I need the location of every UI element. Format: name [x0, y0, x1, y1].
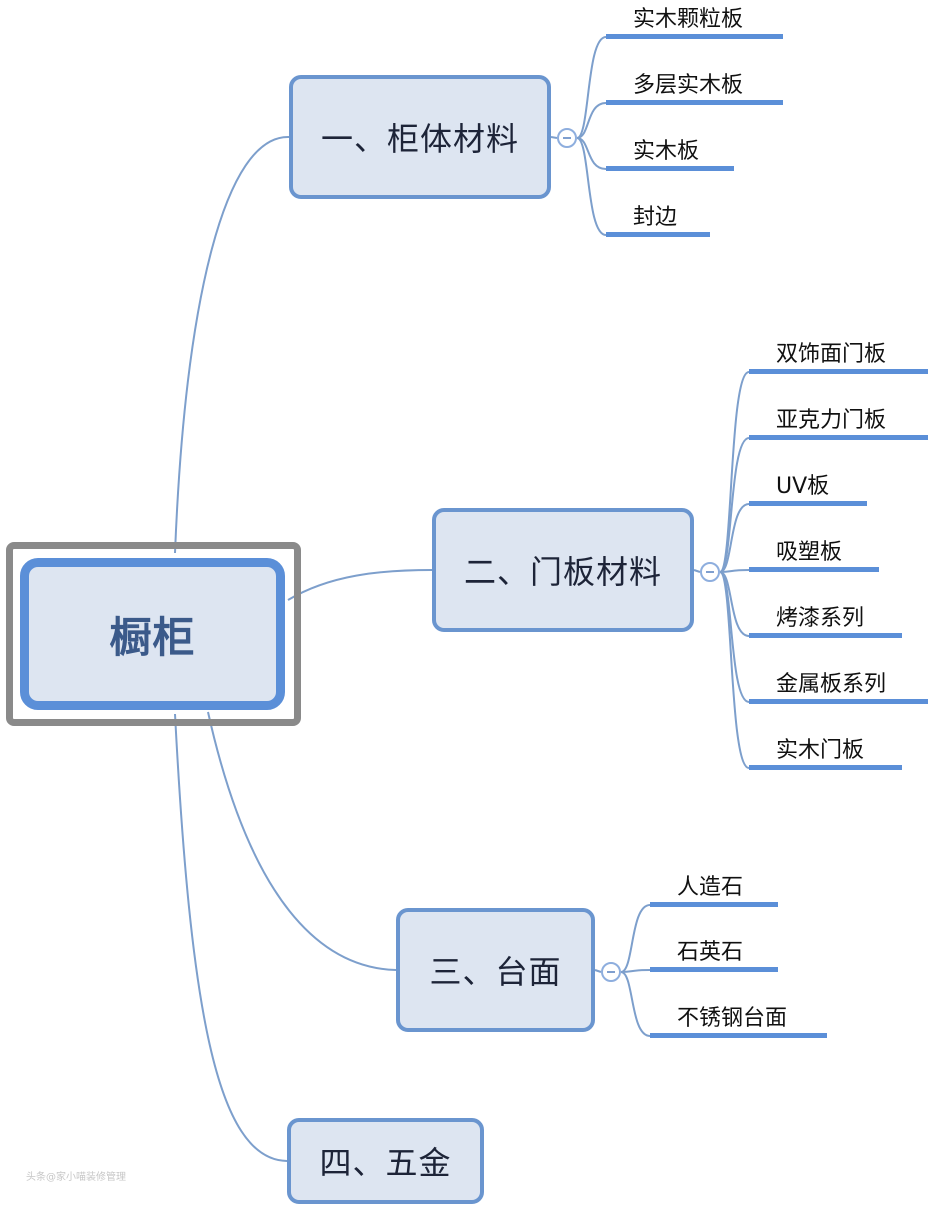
root-node[interactable]: 橱柜	[20, 558, 285, 710]
link-countertop-leaf-0	[620, 904, 651, 973]
leaf-item[interactable]: 封边	[606, 205, 710, 237]
leaf-item[interactable]: 石英石	[650, 940, 778, 972]
root-selection-frame	[6, 542, 301, 726]
link-cabinet-body-leaf-1	[576, 102, 607, 139]
link-root-to-cabinet-body	[174, 135, 290, 554]
link-countertop-leaf-2	[620, 971, 651, 1037]
collapse-toggle-cabinet-body[interactable]	[557, 128, 577, 148]
link-cabinet-body-leaf-3	[576, 137, 607, 236]
link-door-panel-toggle	[693, 569, 701, 573]
branch-node-door-panel[interactable]: 二、门板材料	[432, 508, 694, 632]
leaf-item[interactable]: 实木门板	[749, 738, 902, 770]
leaf-item[interactable]: 亚克力门板	[749, 408, 928, 440]
link-countertop-toggle	[594, 969, 602, 973]
leaf-item[interactable]: 吸塑板	[749, 540, 879, 572]
link-door-panel-leaf-5	[719, 571, 750, 703]
leaf-item[interactable]: 人造石	[650, 875, 778, 907]
leaf-item[interactable]: UV板	[749, 474, 867, 506]
link-root-to-hardware	[174, 713, 288, 1162]
leaf-item[interactable]: 实木颗粒板	[606, 7, 783, 39]
link-door-panel-leaf-1	[719, 437, 750, 573]
leaf-item[interactable]: 不锈钢台面	[650, 1006, 827, 1038]
link-cabinet-body-toggle	[550, 136, 558, 139]
collapse-toggle-countertop[interactable]	[601, 962, 621, 982]
leaf-item[interactable]: 多层实木板	[606, 73, 783, 105]
branch-node-hardware[interactable]: 四、五金	[287, 1118, 484, 1204]
leaf-item[interactable]: 实木板	[606, 139, 734, 171]
leaf-item[interactable]: 双饰面门板	[749, 342, 928, 374]
link-root-to-door-panel	[287, 569, 433, 601]
watermark: 头条@家小喵装修管理	[26, 1172, 126, 1183]
leaf-item[interactable]: 金属板系列	[749, 672, 928, 704]
link-cabinet-body-leaf-0	[576, 36, 607, 139]
link-door-panel-leaf-6	[719, 571, 750, 769]
link-door-panel-leaf-0	[719, 371, 750, 573]
leaf-item[interactable]: 烤漆系列	[749, 606, 902, 638]
link-root-to-countertop	[207, 711, 397, 971]
branch-node-countertop[interactable]: 三、台面	[396, 908, 595, 1032]
collapse-toggle-door-panel[interactable]	[700, 562, 720, 582]
link-door-panel-leaf-2	[719, 503, 750, 573]
branch-node-cabinet-body[interactable]: 一、柜体材料	[289, 75, 551, 199]
